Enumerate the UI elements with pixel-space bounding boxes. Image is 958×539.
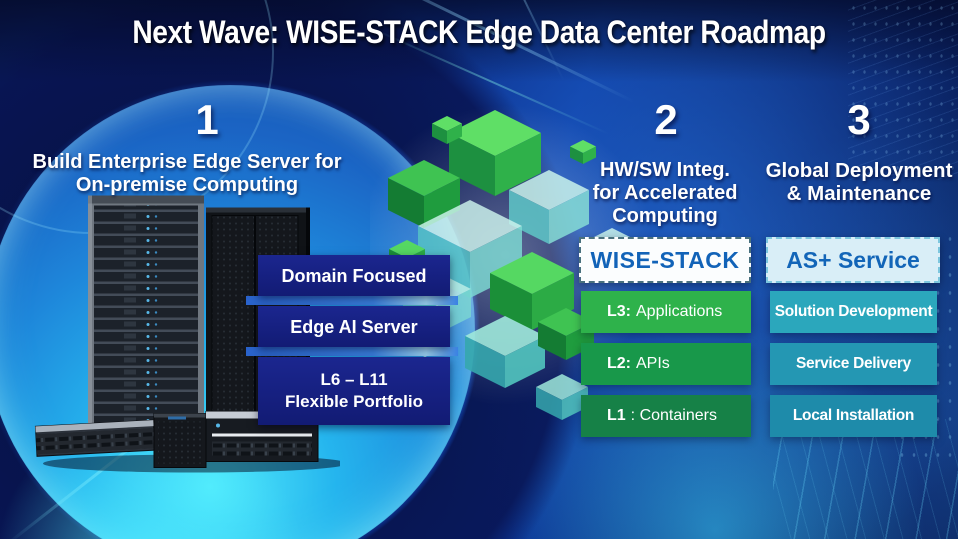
stack-layer-l3-applications: L3: Applications <box>581 291 751 333</box>
step-3-number: 3 <box>847 96 871 143</box>
layer-label: : Containers <box>630 407 717 424</box>
capability-box-domain-focused: Domain Focused <box>258 255 450 296</box>
step-2-heading: HW/SW Integ. for Accelerated Computing <box>565 159 765 228</box>
step-3-heading-line: & Maintenance <box>786 182 932 205</box>
service-item-label: Service Delivery <box>796 355 911 372</box>
step-1-heading-line: Build Enterprise Edge Server for <box>32 151 342 173</box>
service-item-label: Local Installation <box>792 407 915 424</box>
service-item-solution-development: Solution Development <box>770 291 937 333</box>
as-plus-service-label: AS+ Service <box>786 246 920 273</box>
layer-prefix: L3: <box>607 303 631 320</box>
step-2-heading-line: for Accelerated <box>592 182 738 204</box>
service-item-service-delivery: Service Delivery <box>770 343 937 385</box>
background-texture-topright <box>848 0 958 180</box>
service-item-label: Solution Development <box>774 303 933 320</box>
stack-layer-l1-containers: L1 : Containers <box>581 395 751 437</box>
step-2-number: 2 <box>654 96 678 143</box>
background-circuit-lines <box>773 419 958 539</box>
wise-stack-title-box: WISE-STACK <box>579 237 751 283</box>
step-1-heading-line: On-premise Computing <box>75 174 299 196</box>
capability-box-edge-ai-server: Edge AI Server <box>258 306 450 347</box>
as-plus-service-title-box: AS+ Service <box>766 237 940 283</box>
capability-box-flexible-portfolio: L6 – L11 Flexible Portfolio <box>258 357 450 425</box>
service-item-local-installation: Local Installation <box>770 395 937 437</box>
step-1-number: 1 <box>195 96 219 143</box>
capability-label: Edge AI Server <box>290 316 418 337</box>
layer-prefix: L2: <box>607 355 631 372</box>
stack-layer-l2-apis: L2: APIs <box>581 343 751 385</box>
connector-strip <box>246 347 458 356</box>
connector-strip <box>246 296 458 305</box>
step-2-heading-line: HW/SW Integ. <box>600 159 730 181</box>
wise-stack-label: WISE-STACK <box>590 246 740 273</box>
layer-prefix: L1 <box>607 407 626 424</box>
capability-label: Flexible Portfolio <box>285 392 423 411</box>
step-3-heading-line: Global Deployment <box>765 159 953 182</box>
green-cubes-illustration <box>370 105 650 420</box>
layer-label: Applications <box>636 303 723 320</box>
layer-label: APIs <box>636 355 670 372</box>
step-2-heading-line: Computing <box>612 205 718 227</box>
step-1-heading: Build Enterprise Edge Server for On-prem… <box>12 151 362 197</box>
capability-label: L6 – L11 <box>320 370 388 389</box>
capability-label: Domain Focused <box>281 265 427 286</box>
slide-title: Next Wave: WISE-STACK Edge Data Center R… <box>132 14 826 50</box>
step-3-heading: Global Deployment & Maintenance <box>752 159 958 205</box>
